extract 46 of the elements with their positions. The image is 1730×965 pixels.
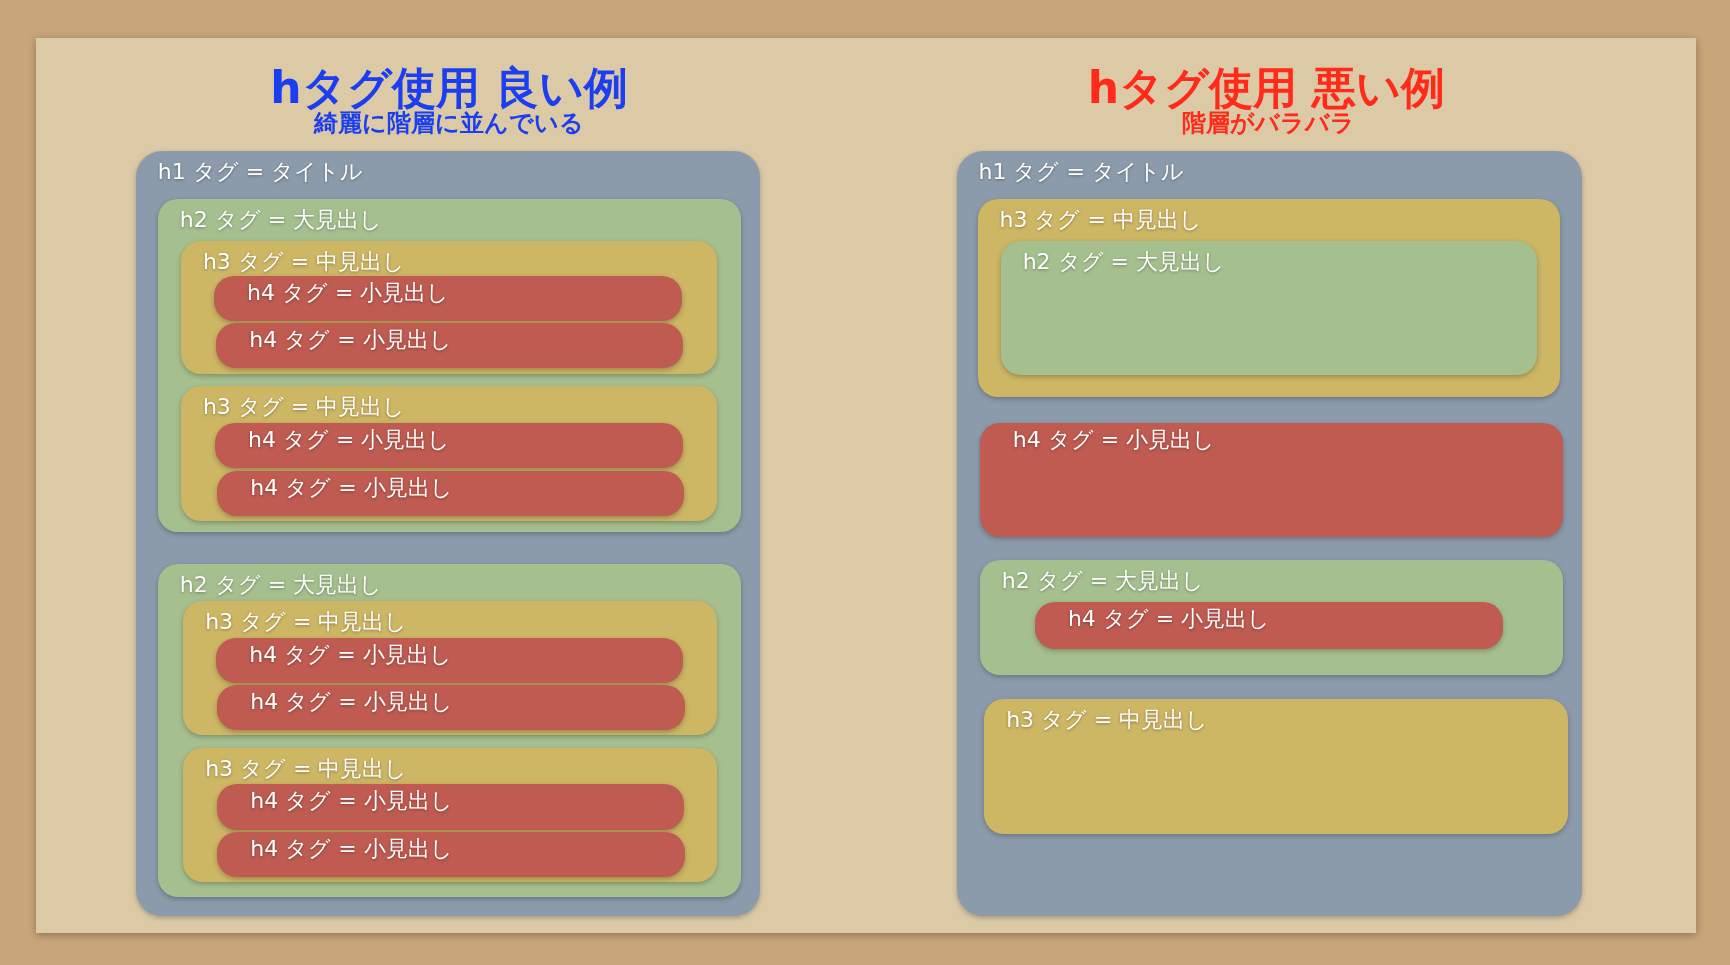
heading-label: h3 タグ = 中見出し bbox=[205, 755, 408, 783]
heading-bar bbox=[217, 784, 684, 830]
heading-bar bbox=[217, 831, 686, 878]
heading-bar bbox=[1034, 602, 1503, 649]
heading-label: h4 タグ = 小見出し bbox=[248, 425, 451, 454]
subsection-panel bbox=[183, 748, 718, 882]
section-panel bbox=[157, 563, 742, 897]
heading-label: h3 タグ = 中見出し bbox=[999, 205, 1202, 234]
heading-bar bbox=[217, 685, 686, 731]
heading-label: h3 タグ = 中見出し bbox=[202, 247, 406, 276]
panel-subtitle: 綺麗に階層に並んでいる bbox=[314, 110, 585, 137]
heading-label: h1 タグ = タイトル bbox=[157, 158, 364, 187]
subsection-panel bbox=[180, 386, 718, 521]
subsection-panel bbox=[180, 240, 718, 374]
panel-subtitle: 階層がバラバラ bbox=[1182, 110, 1356, 137]
heading-label: h4 タグ = 小見出し bbox=[249, 326, 452, 355]
heading-label: h4 タグ = 小見出し bbox=[250, 787, 453, 816]
heading-label: h3 タグ = 中見出し bbox=[205, 608, 408, 637]
heading-bar bbox=[217, 471, 684, 517]
heading-bar bbox=[214, 275, 682, 322]
subsection-panel bbox=[977, 198, 1561, 398]
section-panel bbox=[157, 198, 742, 532]
heading-label: h4 タグ = 小見出し bbox=[249, 640, 452, 669]
heading-label: h1 タグ = タイトル bbox=[978, 158, 1184, 187]
heading-label: h4 タグ = 小見出し bbox=[1012, 425, 1216, 454]
heading-label: h3 タグ = 中見出し bbox=[1006, 706, 1209, 735]
section-panel bbox=[979, 560, 1564, 676]
page-panel bbox=[135, 151, 761, 916]
heading-label: h4 タグ = 小見出し bbox=[250, 834, 453, 863]
heading-bar bbox=[979, 422, 1564, 538]
heading-label: h4 タグ = 小見出し bbox=[1067, 605, 1271, 634]
heading-label: h4 タグ = 小見出し bbox=[250, 474, 453, 503]
heading-label: h4 タグ = 小見出し bbox=[250, 688, 453, 717]
heading-label: h2 タグ = 大見出し bbox=[179, 205, 383, 234]
section-panel bbox=[1000, 240, 1537, 376]
heading-label: h2 タグ = 大見出し bbox=[1022, 247, 1226, 276]
page-panel bbox=[956, 151, 1583, 916]
heading-label: h2 タグ = 大見出し bbox=[179, 570, 383, 599]
heading-bar bbox=[216, 323, 683, 369]
heading-label: h3 タグ = 中見出し bbox=[202, 393, 406, 422]
subsection-panel bbox=[183, 601, 718, 735]
heading-label: h4 タグ = 小見出し bbox=[247, 278, 450, 307]
heading-bar bbox=[216, 637, 683, 683]
heading-bar bbox=[215, 422, 683, 468]
subsection-panel bbox=[984, 699, 1568, 835]
heading-label: h2 タグ = 大見出し bbox=[1001, 567, 1205, 596]
